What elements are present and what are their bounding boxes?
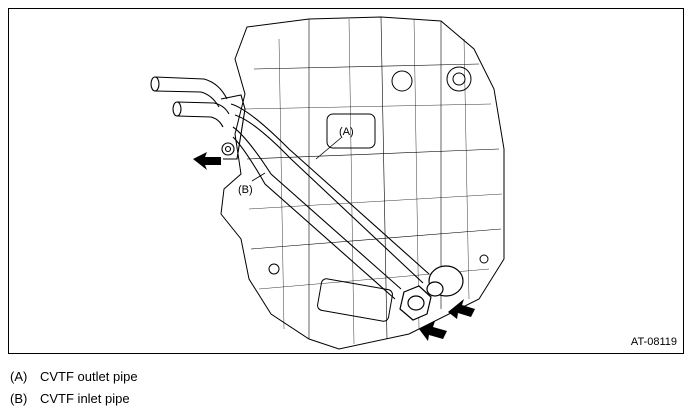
cvtf-pipes	[230, 103, 430, 300]
leader-lines	[251, 136, 343, 182]
pipe-fittings	[399, 265, 464, 321]
callout-a: (A)	[339, 126, 354, 138]
arrow-icon	[193, 152, 475, 341]
callout-b: (B)	[238, 184, 253, 196]
pipe-bracket	[220, 94, 246, 160]
legend-text: CVTF outlet pipe	[40, 369, 138, 384]
legend-item: (A) CVTF outlet pipe	[10, 366, 138, 388]
figure-frame: (A) (B) AT-08119	[8, 8, 684, 354]
legend-item: (B) CVTF inlet pipe	[10, 388, 138, 410]
figure-id: AT-08119	[630, 336, 677, 348]
legend-key: (B)	[10, 391, 28, 406]
pipe-stubs	[150, 76, 230, 128]
case-details	[268, 66, 489, 322]
transmission-diagram	[150, 16, 505, 350]
legend: (A) CVTF outlet pipe (B) CVTF inlet pipe	[10, 366, 138, 410]
legend-text: CVTF inlet pipe	[40, 391, 130, 406]
legend-key: (A)	[10, 369, 28, 384]
